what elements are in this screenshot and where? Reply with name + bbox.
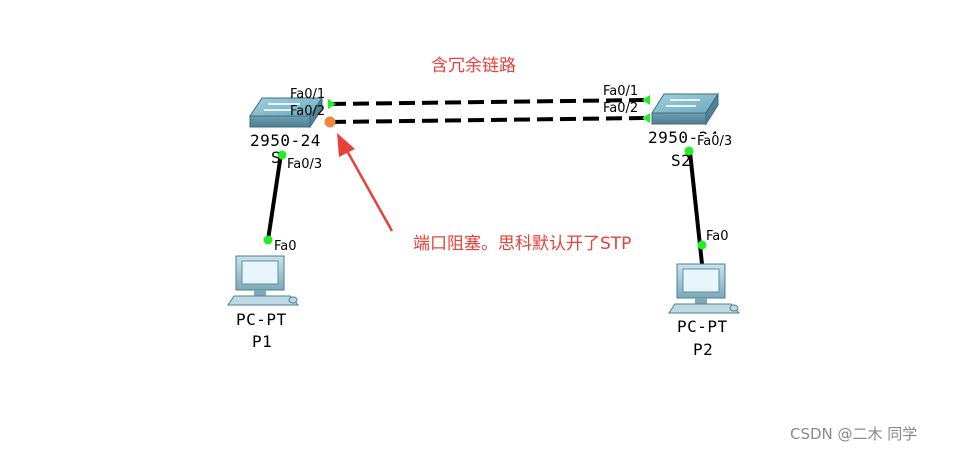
port-light-p2-fa0	[697, 240, 707, 250]
pc-p2-icon[interactable]	[668, 263, 741, 314]
pc-p2-model: PC-PT	[677, 317, 728, 336]
switch-s1-model: 2950-24	[250, 131, 321, 150]
switch-s1-name: S	[271, 148, 282, 167]
port-light-p1-fa0	[263, 235, 273, 245]
diagram-title: 含冗余链路	[431, 56, 516, 76]
pc-p1-name: P1	[252, 332, 273, 351]
port-light-s1-fa01	[328, 99, 336, 109]
pc-p1-icon[interactable]	[227, 255, 300, 306]
port-label-s2-fa03: Fa0/3	[696, 134, 734, 149]
link-fa02	[329, 116, 645, 124]
switch-s1-icon[interactable]	[249, 96, 323, 129]
port-label-p1-fa0: Fa0	[274, 239, 297, 254]
port-label-s1-fa03: Fa0/3	[287, 157, 323, 172]
link-s1-p1	[266, 153, 283, 241]
port-light-s1-fa02-blocked	[324, 116, 336, 128]
switch-s2-icon[interactable]	[651, 92, 719, 126]
port-label-p2-fa0: Fa0	[706, 229, 729, 244]
port-light-s2-fa03	[684, 146, 694, 156]
link-fa01	[329, 98, 645, 106]
pc-p1-model: PC-PT	[236, 310, 287, 329]
port-light-s1-fa03	[277, 150, 287, 160]
port-label-s2-fa01: Fa0/1	[603, 84, 639, 99]
port-label-s1-fa02: Fa0/2	[290, 104, 326, 119]
port-label-s2-fa02: Fa0/2	[603, 101, 639, 116]
port-light-s2-fa01	[642, 95, 650, 105]
pc-p2-name: P2	[693, 340, 714, 359]
watermark: CSDN @二木 同学	[790, 425, 918, 443]
port-light-s2-fa02	[642, 113, 650, 123]
switch-s2-name: S2	[671, 151, 692, 170]
annotation-arrow	[337, 133, 394, 232]
port-label-s1-fa01: Fa0/1	[290, 87, 326, 102]
annotation-text: 端口阻塞。思科默认开了STP	[413, 234, 632, 254]
